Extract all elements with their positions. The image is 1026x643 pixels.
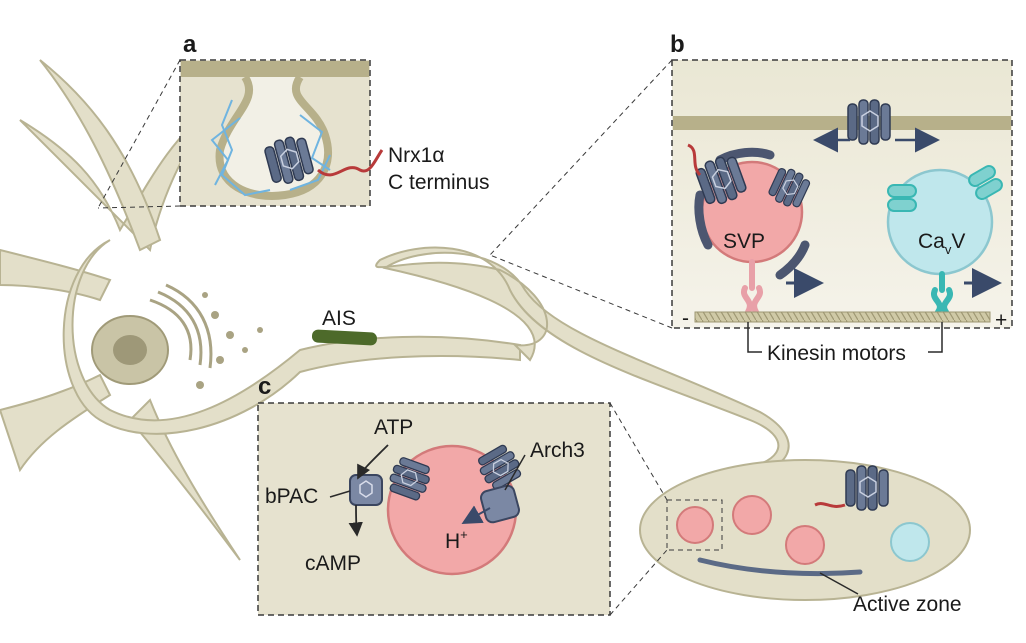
panel-b-letter: b bbox=[670, 31, 685, 58]
panel-b-cav-label: CavV bbox=[918, 230, 965, 257]
panel-c-bpac-enzyme bbox=[349, 474, 383, 506]
panel-b-svp-kinesin bbox=[741, 259, 763, 315]
panel-c-camp-arrow bbox=[348, 504, 363, 537]
panel-b-zoom-line-2 bbox=[489, 254, 673, 329]
panel-b-zoom-line-1 bbox=[489, 59, 673, 256]
dendrite-upper-left bbox=[19, 109, 211, 253]
panel-c-atp-label: ATP bbox=[374, 416, 413, 439]
terminal-vesicles bbox=[676, 495, 930, 565]
panel-c-source-box bbox=[666, 499, 723, 551]
panel-a-letter: a bbox=[183, 31, 197, 58]
panel-b-motor-label: Kinesin motors bbox=[767, 342, 906, 365]
panel-c-proton-label: H+ bbox=[445, 527, 468, 553]
panel-b-motor-bracket bbox=[747, 322, 943, 353]
panel-b-svp-label: SVP bbox=[723, 230, 765, 253]
active-zone-label: Active zone bbox=[853, 593, 962, 616]
nucleolus bbox=[113, 335, 147, 365]
active-zone bbox=[697, 557, 863, 577]
panel-c-letter: c bbox=[258, 373, 271, 400]
panel-a-membrane bbox=[181, 61, 369, 77]
panel-a-clathrin-coat bbox=[210, 99, 331, 197]
panel-b-cav-channels bbox=[887, 165, 1003, 212]
panel-a-zoom-line-1 bbox=[97, 59, 181, 209]
panel-c-zoom-line-1 bbox=[609, 402, 668, 501]
terminal-channel-tail bbox=[814, 502, 846, 508]
panel-c-camp-label: cAMP bbox=[305, 552, 361, 575]
ais-label: AIS bbox=[322, 307, 356, 330]
golgi-apparatus bbox=[149, 283, 213, 369]
panel-c-arch3-label: Arch3 bbox=[530, 439, 585, 462]
dendrite-lower-left bbox=[0, 373, 112, 473]
panel-a-zoom-line-2 bbox=[97, 205, 181, 209]
panel-b-cav-kinesin bbox=[931, 271, 953, 315]
axon-initial-segment bbox=[311, 329, 377, 346]
panel-b-plus-end: + bbox=[995, 309, 1007, 332]
organelle-dots bbox=[196, 292, 263, 389]
panel-c-atp-arrow bbox=[357, 444, 389, 480]
active-zone-pointer bbox=[819, 572, 859, 595]
panel-b-minus-end: - bbox=[682, 307, 689, 330]
panel-a-nrx-tail bbox=[317, 149, 384, 177]
panel-b: b SVP CavV bbox=[489, 31, 1013, 365]
soma bbox=[62, 239, 521, 435]
panel-b-microtubule bbox=[694, 311, 991, 323]
dendrite-top bbox=[39, 59, 162, 252]
panel-a: a Nrx1α C terminus bbox=[97, 31, 490, 209]
panel-c-bpac-pointer bbox=[329, 490, 351, 498]
panel-c-bpac-ring bbox=[359, 480, 373, 498]
neuron bbox=[0, 59, 971, 601]
panel-a-label-line2: C terminus bbox=[388, 171, 490, 194]
dendrite-left bbox=[0, 248, 112, 302]
panel-c-zoom-line-2 bbox=[609, 549, 668, 616]
panel-c-bpac-label: bPAC bbox=[265, 485, 318, 508]
panel-b-membrane bbox=[673, 116, 1011, 130]
panel-c: c ATP bPAC cAMP Arch3 H+ bbox=[257, 373, 723, 616]
dendrite-bottom bbox=[128, 398, 241, 561]
panel-c-arch3-pointer bbox=[504, 454, 526, 491]
panel-c-proton-arrow bbox=[461, 505, 491, 524]
panel-a-label-line1: Nrx1α bbox=[388, 144, 444, 167]
panel-b-svp-tail bbox=[687, 143, 702, 177]
